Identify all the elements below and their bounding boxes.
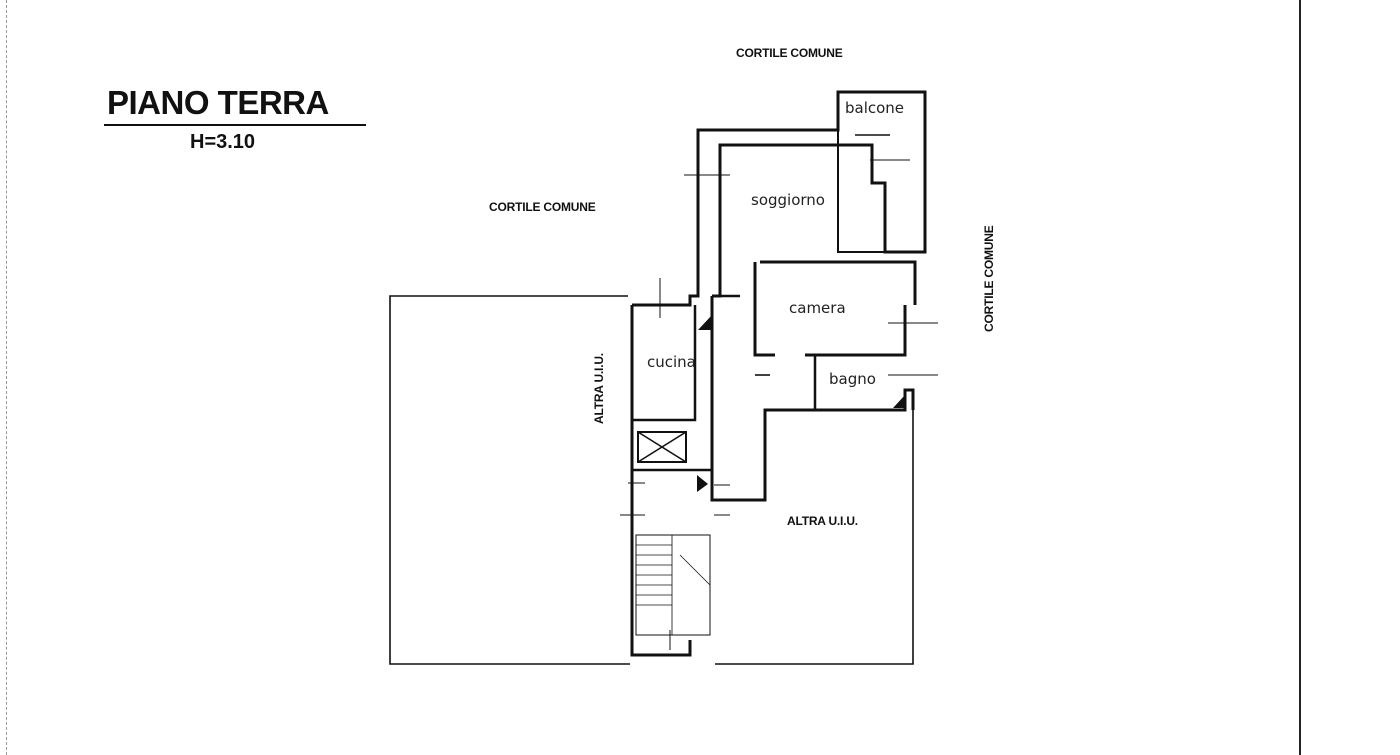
soggiorno-walls xyxy=(718,262,740,298)
room-soggiorno: soggiorno xyxy=(751,191,825,209)
room-camera: camera xyxy=(789,299,846,317)
fixture-marks xyxy=(697,315,905,492)
label-cortile-right: CORTILE COMUNE xyxy=(982,225,996,332)
room-balcone: balcone xyxy=(845,99,905,117)
label-cortile-left: CORTILE COMUNE xyxy=(489,200,596,214)
cucina-walls xyxy=(632,305,697,422)
room-cucina: cucina xyxy=(647,353,696,371)
label-altra-uiu-bottom: ALTRA U.I.U. xyxy=(787,514,858,528)
title-underline xyxy=(104,124,366,126)
floor-title: PIANO TERRA xyxy=(107,84,329,121)
sheet-border-left xyxy=(6,0,7,755)
label-cortile-top: CORTILE COMUNE xyxy=(736,46,843,60)
balcony-outline xyxy=(837,91,926,253)
opening-marks xyxy=(620,159,938,650)
label-altra-uiu-left: ALTRA U.I.U. xyxy=(592,353,606,424)
sheet-border-right xyxy=(1299,0,1301,755)
apartment-outline xyxy=(630,305,692,657)
other-unit-left-outline xyxy=(389,295,630,665)
ceiling-height: H=3.10 xyxy=(190,131,256,153)
shaft xyxy=(637,431,687,463)
other-unit-bottom-outline xyxy=(715,410,914,665)
camera-walls xyxy=(753,262,775,357)
stair-treads xyxy=(636,535,711,635)
room-bagno: bagno xyxy=(829,370,876,388)
